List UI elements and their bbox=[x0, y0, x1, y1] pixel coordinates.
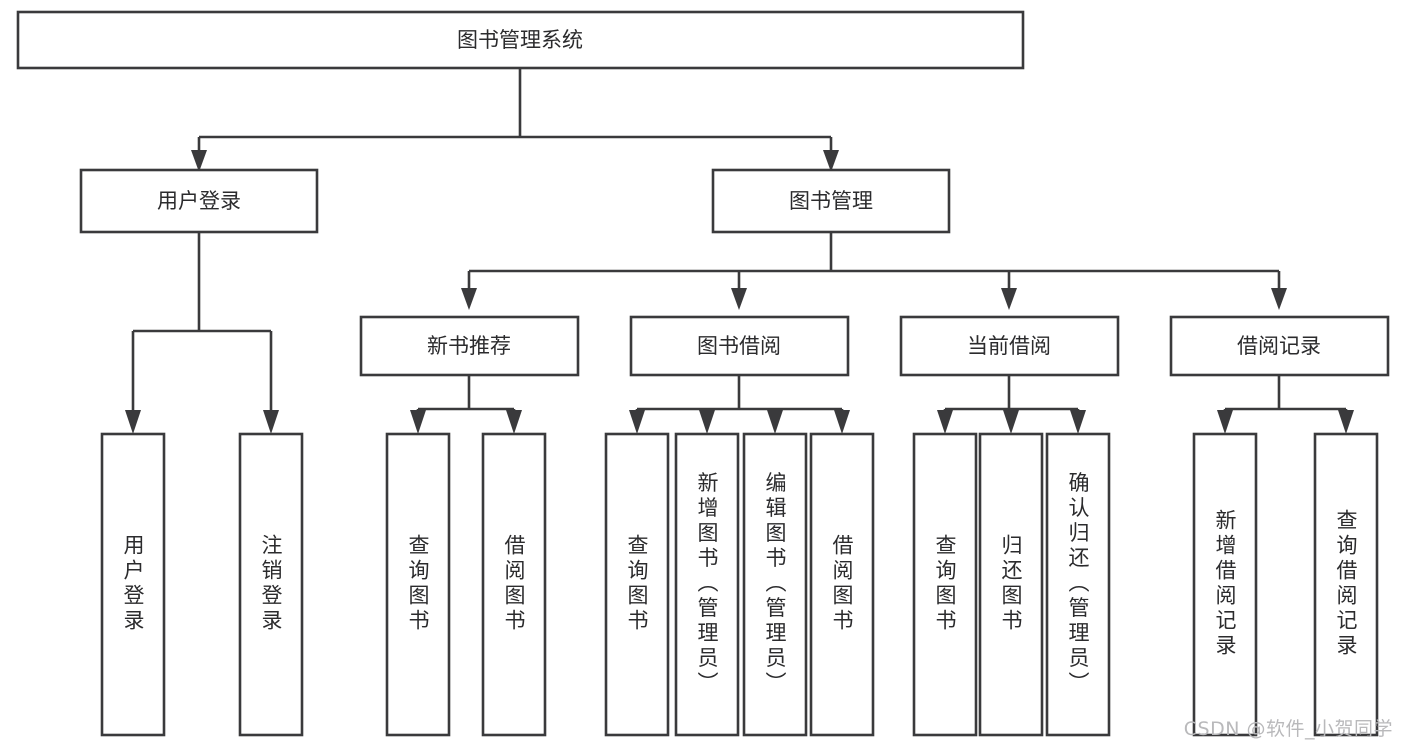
node-leaf-add-book-box[interactable] bbox=[674, 432, 740, 737]
arrow-to-borrow-record bbox=[1271, 288, 1287, 310]
edge-book-manage-trunk bbox=[467, 232, 1281, 296]
node-leaf-logout-box[interactable] bbox=[238, 432, 304, 737]
node-current-borrow-label: 当前借阅 bbox=[967, 334, 1051, 358]
node-leaf-user-login[interactable]: 用户登录 bbox=[100, 432, 166, 737]
node-book-manage[interactable]: 图书管理 bbox=[711, 168, 951, 234]
node-leaf-query-record-box[interactable] bbox=[1313, 432, 1379, 737]
node-leaf-borrow-book-a-label: 借阅图书 bbox=[502, 534, 526, 634]
node-leaf-return-book[interactable]: 归还图书 bbox=[978, 432, 1044, 737]
node-leaf-query-book-a-box[interactable] bbox=[385, 432, 451, 737]
node-leaf-return-book-box[interactable] bbox=[978, 432, 1044, 737]
node-leaf-query-record[interactable]: 查询借阅记录 bbox=[1313, 432, 1379, 737]
arrow-to-leaf-user-login bbox=[125, 410, 141, 434]
node-book-borrow[interactable]: 图书借阅 bbox=[629, 315, 850, 377]
node-leaf-add-book-label: 新增图书（管理员） bbox=[695, 472, 719, 697]
node-user-login-label: 用户登录 bbox=[157, 189, 241, 213]
node-leaf-add-record-box[interactable] bbox=[1192, 432, 1258, 737]
arrow-to-new-book-rec bbox=[461, 288, 477, 310]
arrow-root-to-book-manage bbox=[823, 150, 839, 172]
node-leaf-query-book-b[interactable]: 查询图书 bbox=[604, 432, 670, 737]
arrow-to-current-borrow bbox=[1001, 288, 1017, 310]
node-leaf-logout-label: 注销登录 bbox=[259, 534, 283, 634]
arrow-to-leaf-logout bbox=[263, 410, 279, 434]
node-new-book-rec[interactable]: 新书推荐 bbox=[359, 315, 580, 377]
node-leaf-return-book-label: 归还图书 bbox=[999, 534, 1023, 634]
node-borrow-record-label: 借阅记录 bbox=[1237, 334, 1321, 358]
node-book-manage-box[interactable] bbox=[711, 168, 951, 234]
edge-root-trunk bbox=[197, 68, 833, 162]
node-leaf-query-book-c-box[interactable] bbox=[912, 432, 978, 737]
edge-user-login-trunk bbox=[131, 232, 273, 420]
node-leaf-user-login-label: 用户登录 bbox=[121, 534, 145, 634]
arrow-to-leaf-add-record bbox=[1217, 410, 1233, 434]
arrow-to-leaf-query-record bbox=[1338, 410, 1354, 434]
node-leaf-query-book-c-label: 查询图书 bbox=[933, 534, 957, 634]
connector-layer bbox=[125, 68, 1354, 434]
node-leaf-borrow-book-a-box[interactable] bbox=[481, 432, 547, 737]
node-new-book-rec-label: 新书推荐 bbox=[427, 334, 511, 358]
arrow-to-leaf-borrow-book-a bbox=[506, 410, 522, 434]
csdn-watermark: CSDN @软件_小贺同学 bbox=[1183, 718, 1393, 740]
node-leaf-confirm-return-box[interactable] bbox=[1045, 432, 1111, 737]
node-leaf-add-book[interactable]: 新增图书（管理员） bbox=[674, 432, 740, 737]
node-leaf-add-record-label: 新增借阅记录 bbox=[1213, 509, 1237, 659]
node-user-login-box[interactable] bbox=[79, 168, 319, 234]
node-leaf-user-login-box[interactable] bbox=[100, 432, 166, 737]
edge-book-borrow-trunk bbox=[635, 375, 844, 420]
node-leaf-edit-book-label: 编辑图书（管理员） bbox=[763, 472, 787, 697]
arrow-to-leaf-confirm-return bbox=[1070, 410, 1086, 434]
node-current-borrow[interactable]: 当前借阅 bbox=[899, 315, 1120, 377]
node-leaf-query-book-a-label: 查询图书 bbox=[406, 534, 430, 634]
node-leaf-logout[interactable]: 注销登录 bbox=[238, 432, 304, 737]
node-book-borrow-box[interactable] bbox=[629, 315, 850, 377]
node-root-label: 图书管理系统 bbox=[457, 28, 583, 52]
node-leaf-query-book-b-label: 查询图书 bbox=[625, 534, 649, 634]
node-root-box[interactable] bbox=[16, 10, 1025, 70]
arrow-to-leaf-query-book-b bbox=[629, 410, 645, 434]
node-borrow-record-box[interactable] bbox=[1169, 315, 1390, 377]
node-current-borrow-box[interactable] bbox=[899, 315, 1120, 377]
arrow-to-leaf-return-book bbox=[1003, 410, 1019, 434]
node-leaf-edit-book[interactable]: 编辑图书（管理员） bbox=[742, 432, 808, 737]
node-user-login[interactable]: 用户登录 bbox=[79, 168, 319, 234]
edge-new-book-rec-trunk bbox=[416, 375, 516, 420]
node-leaf-confirm-return[interactable]: 确认归还（管理员） bbox=[1045, 432, 1111, 737]
arrow-to-book-borrow bbox=[731, 288, 747, 310]
edge-borrow-record-trunk bbox=[1223, 375, 1348, 420]
arrow-to-leaf-edit-book bbox=[767, 410, 783, 434]
node-borrow-record[interactable]: 借阅记录 bbox=[1169, 315, 1390, 377]
arrow-to-leaf-query-book-a bbox=[410, 410, 426, 434]
node-leaf-borrow-book-a[interactable]: 借阅图书 bbox=[481, 432, 547, 737]
node-leaf-query-record-label: 查询借阅记录 bbox=[1334, 509, 1358, 659]
node-leaf-confirm-return-label: 确认归还（管理员） bbox=[1066, 472, 1090, 697]
node-leaf-edit-book-box[interactable] bbox=[742, 432, 808, 737]
node-new-book-rec-box[interactable] bbox=[359, 315, 580, 377]
node-book-manage-label: 图书管理 bbox=[789, 189, 873, 213]
arrow-to-leaf-add-book bbox=[699, 410, 715, 434]
node-leaf-add-record[interactable]: 新增借阅记录 bbox=[1192, 432, 1258, 737]
arrow-to-leaf-query-book-c bbox=[937, 410, 953, 434]
node-book-borrow-label: 图书借阅 bbox=[697, 334, 781, 358]
node-leaf-query-book-c[interactable]: 查询图书 bbox=[912, 432, 978, 737]
arrow-to-leaf-borrow-book-b bbox=[834, 410, 850, 434]
node-leaf-query-book-b-box[interactable] bbox=[604, 432, 670, 737]
arrow-root-to-user-login bbox=[191, 150, 207, 172]
node-leaf-borrow-book-b-label: 借阅图书 bbox=[830, 534, 854, 634]
node-leaf-query-book-a[interactable]: 查询图书 bbox=[385, 432, 451, 737]
node-leaf-borrow-book-b[interactable]: 借阅图书 bbox=[809, 432, 875, 737]
node-leaf-borrow-book-b-box[interactable] bbox=[809, 432, 875, 737]
node-root[interactable]: 图书管理系统 bbox=[16, 10, 1025, 70]
